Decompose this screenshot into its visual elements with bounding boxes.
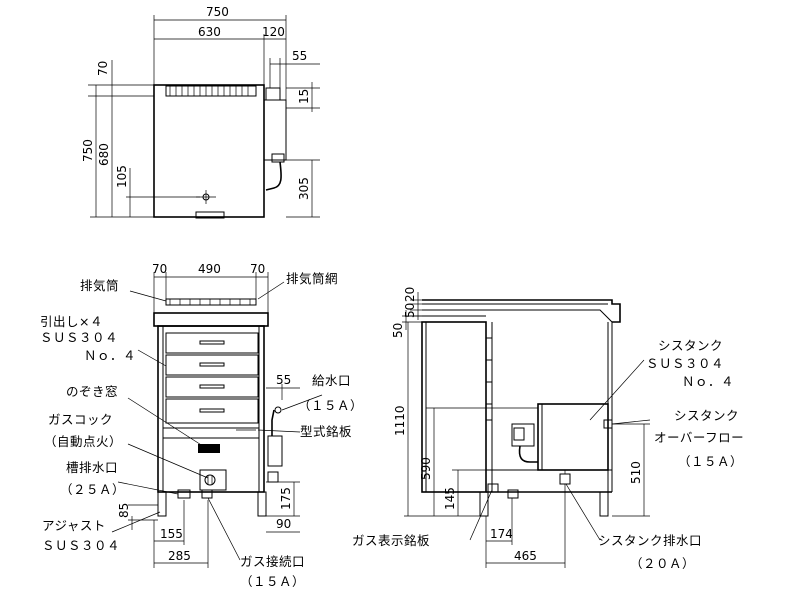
top-view-side-tank — [263, 99, 287, 161]
dim-side-145: 145 — [443, 487, 457, 510]
label-drawer-l3: Ｎｏ．４ — [84, 348, 136, 363]
drawer-4-handle — [199, 408, 225, 413]
label-overflow-l2: オーバーフロー — [654, 430, 744, 445]
gas-cock-knob — [204, 474, 216, 486]
top-view: 750 630 120 55 70 750 680 105 15 305 — [81, 5, 320, 219]
dim-top-680: 680 — [97, 143, 111, 166]
label-cistank-l2: ＳＵＳ３０４ — [646, 356, 724, 371]
label-drawer-l2: ＳＵＳ３０４ — [40, 330, 118, 345]
top-view-hose — [265, 161, 282, 191]
top-view-tank-cap — [265, 87, 281, 101]
drawer-2-handle — [199, 362, 225, 367]
label-gas-conn-l2: （１５Ａ） — [240, 574, 305, 589]
top-view-exhaust-grille — [165, 85, 257, 97]
peep-window — [198, 444, 220, 453]
front-foot-left — [157, 491, 167, 517]
label-drawer-l1: 引出し×４ — [40, 314, 103, 329]
dim-side-465: 465 — [514, 549, 537, 563]
front-side-tank — [267, 435, 283, 467]
front-water-pipe — [271, 409, 275, 436]
front-drawer-3 — [165, 376, 259, 398]
dim-front-55: 55 — [276, 373, 291, 387]
label-gas-cock-l2: （自動点火） — [44, 434, 122, 449]
label-water-inlet-l1: 給水口 — [312, 373, 351, 388]
label-overflow-l1: シスタンク — [674, 408, 739, 423]
dim-top-630: 630 — [198, 25, 221, 39]
label-overflow-l3: （１５Ａ） — [678, 454, 743, 469]
side-hose — [518, 445, 538, 463]
drawer-3-handle — [199, 384, 225, 389]
side-foot-left — [479, 491, 489, 517]
top-view-valve — [271, 153, 285, 163]
dim-side-50b: 50 — [391, 323, 405, 338]
dim-side-20: 20 — [403, 287, 417, 302]
dim-side-1110: 1110 — [393, 405, 407, 436]
front-view: 70 490 70 55 175 90 85 155 285 — [111, 262, 323, 568]
dim-top-750: 750 — [206, 5, 229, 19]
drawer-1-handle — [199, 340, 225, 345]
front-exhaust-mesh — [165, 298, 257, 306]
dim-front-85: 85 — [117, 503, 131, 518]
gas-connection-fitting — [201, 489, 213, 499]
dim-top-305: 305 — [297, 177, 311, 200]
label-cistank-l3: Ｎｏ．４ — [682, 374, 734, 389]
label-tank-drain-l1: 槽排水口 — [66, 460, 118, 475]
label-gas-cock-l1: ガスコック — [48, 412, 113, 427]
side-view-labels: シスタンク ＳＵＳ３０４ Ｎｏ．４ シスタンク オーバーフロー （１５Ａ） ガス… — [352, 338, 744, 571]
dim-front-70b: 70 — [250, 262, 265, 276]
label-peep-window: のぞき窓 — [66, 384, 118, 399]
label-adjuster-l1: アジャスト — [42, 518, 106, 533]
front-foot-right — [257, 491, 267, 517]
dim-top-750v: 750 — [81, 139, 95, 162]
front-top-cap — [153, 312, 269, 327]
front-drawer-4 — [165, 398, 259, 424]
cistank — [537, 403, 609, 471]
side-foot-right — [599, 491, 609, 517]
ball-valve-body — [513, 427, 525, 441]
water-inlet-fitting — [274, 406, 282, 414]
front-lower-panel — [162, 427, 260, 439]
label-exhaust-tube: 排気筒 — [80, 278, 119, 293]
label-cistank-drain-l2: （２０Ａ） — [630, 556, 695, 571]
front-lower-fitting — [267, 471, 279, 483]
label-adjuster-l2: ＳＵＳ３０４ — [42, 538, 120, 553]
dim-top-105: 105 — [115, 165, 129, 188]
gas-cock-box — [199, 469, 227, 491]
dim-side-50a: 50 — [403, 303, 417, 318]
label-cistank-drain-l1: シスタンク排水口 — [598, 533, 702, 548]
dim-top-55: 55 — [292, 49, 307, 63]
dim-side-590: 590 — [419, 457, 433, 480]
dim-front-90: 90 — [276, 517, 291, 531]
dim-front-70a: 70 — [152, 262, 167, 276]
side-gas-fitting — [507, 489, 519, 499]
dim-front-285: 285 — [168, 549, 191, 563]
label-exhaust-mesh: 排気筒網 — [286, 271, 338, 286]
dim-top-120: 120 — [262, 25, 285, 39]
label-gas-plate: ガス表示銘板 — [352, 533, 430, 548]
dim-front-155: 155 — [160, 527, 183, 541]
label-cistank-l1: シスタンク — [658, 338, 723, 353]
gas-display-plate — [487, 483, 499, 493]
label-gas-conn-l1: ガス接続口 — [240, 554, 305, 569]
cistank-drain-fitting — [559, 473, 571, 485]
side-view: 20 50 50 1110 590 145 174 465 510 — [391, 287, 651, 568]
dim-front-175: 175 — [279, 487, 293, 510]
label-water-inlet-l2: （１５Ａ） — [298, 398, 363, 413]
top-view-foot-tab — [195, 211, 225, 219]
label-model-plate: 型式銘板 — [300, 424, 352, 439]
dim-side-510: 510 — [629, 461, 643, 484]
front-drawer-2 — [165, 354, 259, 376]
front-view-labels: 排気筒 排気筒網 引出し×４ ＳＵＳ３０４ Ｎｏ．４ のぞき窓 給水口 （１５Ａ… — [40, 271, 363, 589]
dim-top-15: 15 — [297, 89, 311, 104]
side-top-plate — [422, 299, 621, 323]
dim-side-174: 174 — [490, 527, 513, 541]
front-drawer-1 — [165, 332, 259, 354]
dim-top-70: 70 — [96, 61, 110, 76]
ball-valve — [511, 423, 535, 447]
dim-front-490: 490 — [198, 262, 221, 276]
label-tank-drain-l2: （２５Ａ） — [60, 482, 125, 497]
front-cabinet — [157, 325, 265, 493]
